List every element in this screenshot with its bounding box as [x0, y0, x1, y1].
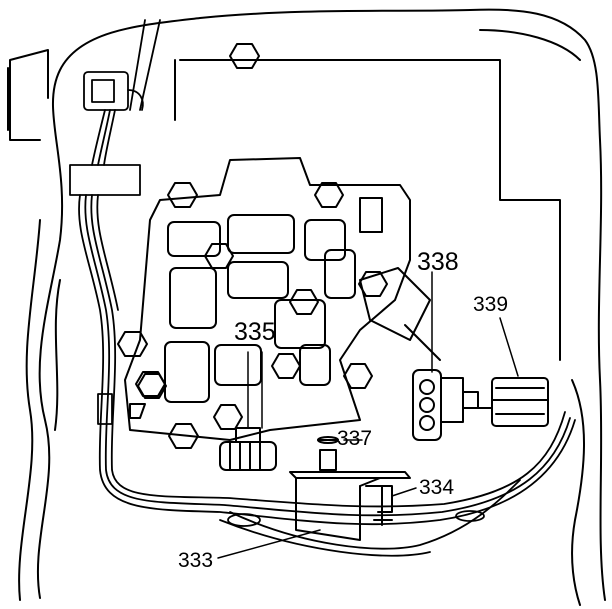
case-outline — [7, 8, 606, 606]
solenoid — [219, 351, 277, 471]
callout-338: 338 — [417, 248, 459, 276]
manual-valve-arm — [358, 267, 441, 361]
valve-body — [124, 157, 411, 441]
harness-connector — [469, 317, 549, 427]
bracket — [289, 436, 417, 541]
solenoid-connector — [412, 271, 479, 441]
callout-334: 334 — [419, 476, 455, 499]
callout-339: 339 — [473, 293, 509, 316]
callout-333: 333 — [178, 549, 214, 572]
callout-335: 335 — [234, 318, 276, 346]
wiring-harness — [69, 19, 576, 559]
callout-337: 337 — [337, 427, 373, 450]
